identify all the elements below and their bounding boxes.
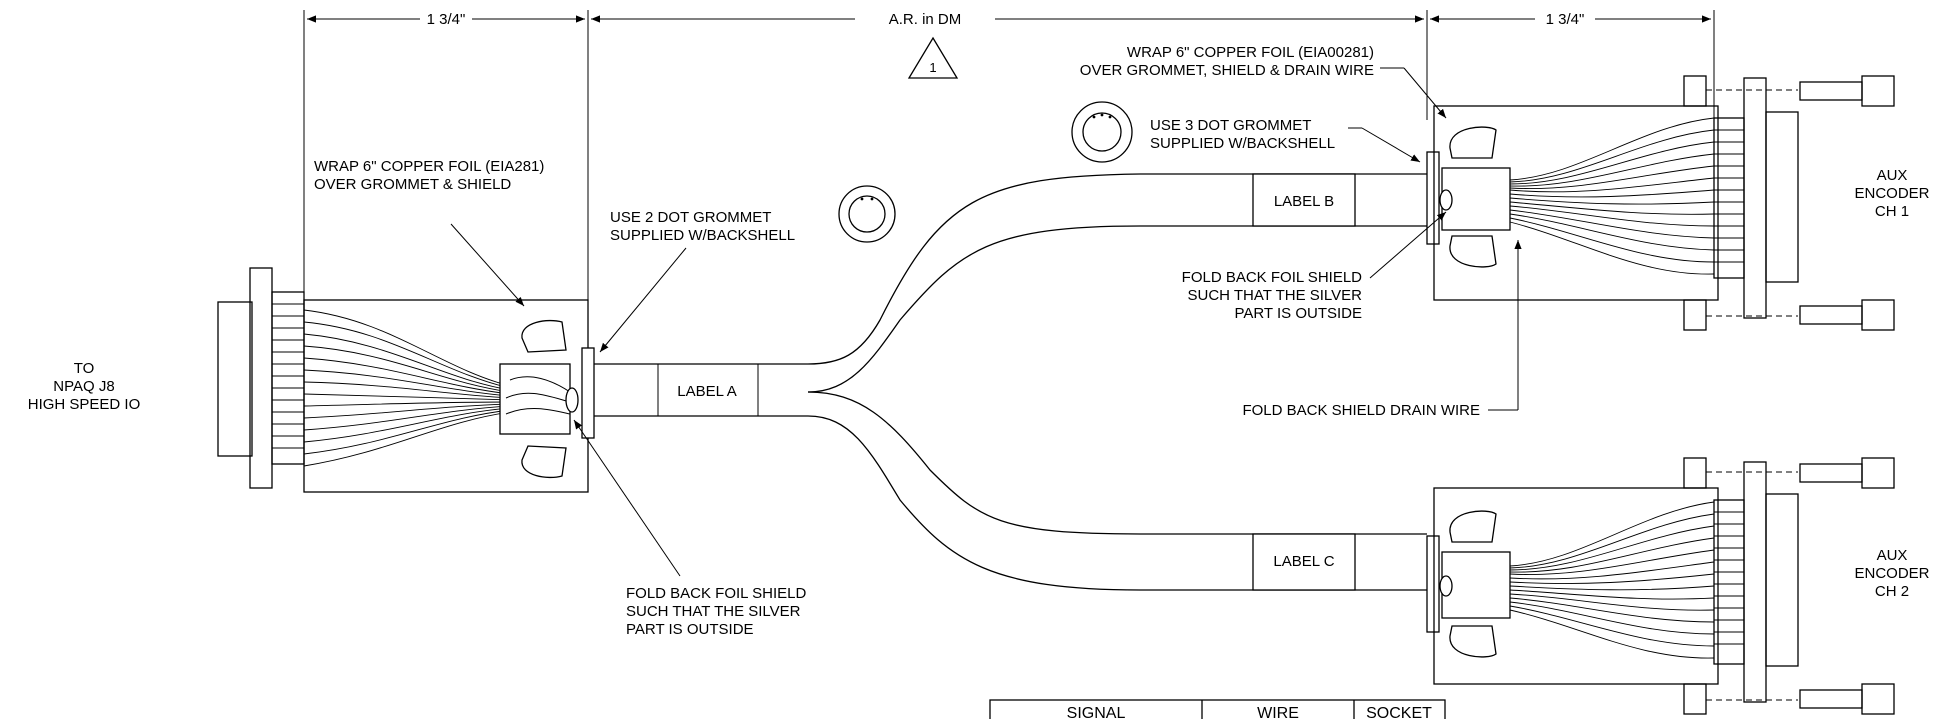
table-header-wire: WIRE [1257,705,1299,719]
table-header-socket: SOCKET [1366,705,1432,719]
left-connector [217,267,595,493]
cable-trunk [594,173,1427,591]
note-triangle [907,36,959,79]
note-fold-left-1: FOLD BACK FOIL SHIELD [626,585,806,602]
dimension-right: 1 3/4" [1546,11,1585,28]
wiring-table [989,699,1446,719]
aux2-title-2: ENCODER [1854,565,1929,582]
note-fold-left-3: PART IS OUTSIDE [626,621,754,638]
aux-connector-2 [1426,457,1895,715]
dimension-left: 1 3/4" [427,11,466,28]
note-wrap-left-2: OVER GROMMET & SHIELD [314,176,511,193]
note-grommet-right-1: USE 3 DOT GROMMET [1150,117,1311,134]
note-grommet-left-2: SUPPLIED W/BACKSHELL [610,227,795,244]
aux1-title-1: AUX [1877,167,1908,184]
left-connector-title-2: NPAQ J8 [53,378,114,395]
note-wrap-right-1: WRAP 6" COPPER FOIL (EIA00281) [1127,44,1374,61]
aux1-title-2: ENCODER [1854,185,1929,202]
note-fold-right-3: PART IS OUTSIDE [1234,305,1362,322]
note-drain-wire: FOLD BACK SHIELD DRAIN WIRE [1242,402,1480,419]
note-wrap-right-2: OVER GROMMET, SHIELD & DRAIN WIRE [1080,62,1374,79]
note-fold-right-1: FOLD BACK FOIL SHIELD [1182,269,1362,286]
note-grommet-right-2: SUPPLIED W/BACKSHELL [1150,135,1335,152]
dimension-lines [303,10,1715,300]
left-connector-title-3: HIGH SPEED IO [28,396,141,413]
note-triangle-number: 1 [929,60,936,75]
label-c: LABEL C [1273,553,1334,570]
note-grommet-left-1: USE 2 DOT GROMMET [610,209,771,226]
table-header-signal: SIGNAL [1067,705,1126,719]
left-connector-title-1: TO [74,360,95,377]
note-fold-left-2: SUCH THAT THE SILVER [626,603,801,620]
aux1-title-3: CH 1 [1875,203,1909,220]
aux-connector-1 [1426,75,1895,331]
aux2-title-3: CH 2 [1875,583,1909,600]
callout-leaders [450,67,1522,577]
note-wrap-left-1: WRAP 6" COPPER FOIL (EIA281) [314,158,544,175]
note-fold-right-2: SUCH THAT THE SILVER [1188,287,1363,304]
grommet-2-dot-icon [838,185,896,243]
dimension-middle: A.R. in DM [889,11,962,28]
aux2-title-1: AUX [1877,547,1908,564]
grommet-3-dot-icon [1071,101,1133,163]
label-a: LABEL A [677,383,737,400]
label-b: LABEL B [1274,193,1334,210]
